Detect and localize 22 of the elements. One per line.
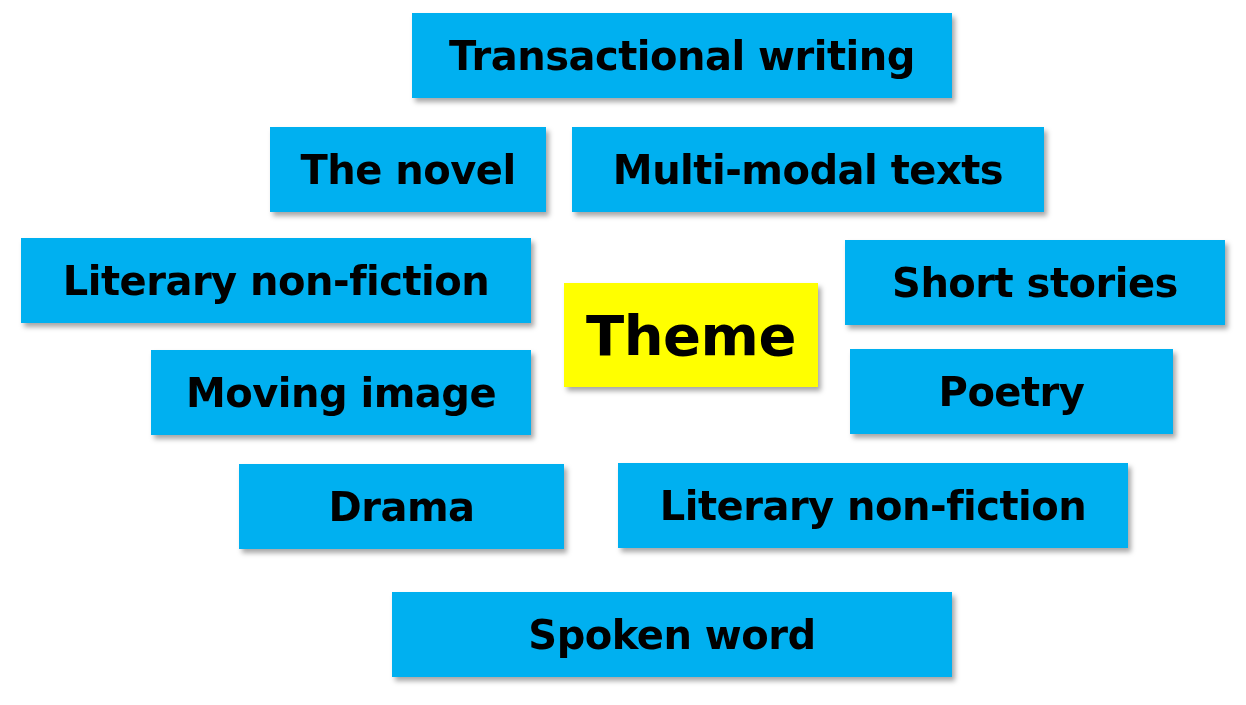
- topic-box: [572, 127, 1044, 212]
- topic-box: [850, 349, 1173, 434]
- topic-box: [392, 592, 952, 677]
- topic-box: [618, 463, 1128, 548]
- topic-box: [239, 464, 564, 549]
- topic-box: [412, 13, 952, 98]
- topic-label: The novel: [300, 146, 516, 193]
- topic-box: [564, 283, 818, 387]
- topic-box: [845, 240, 1225, 325]
- topic-label: Moving image: [185, 369, 497, 416]
- topic-label: Short stories: [892, 259, 1178, 306]
- topic-box: [151, 350, 531, 435]
- topic-label: Drama: [328, 483, 475, 530]
- topic-label: Theme: [586, 302, 796, 368]
- topic-box: [270, 127, 546, 212]
- topic-label: Literary non-fiction: [62, 257, 490, 304]
- topic-box: [21, 238, 531, 323]
- topic-label: Poetry: [938, 368, 1085, 415]
- topic-label: Spoken word: [528, 611, 816, 658]
- topic-label: Multi-modal texts: [612, 146, 1004, 193]
- topic-label: Literary non-fiction: [659, 482, 1087, 529]
- topic-label: Transactional writing: [449, 32, 915, 79]
